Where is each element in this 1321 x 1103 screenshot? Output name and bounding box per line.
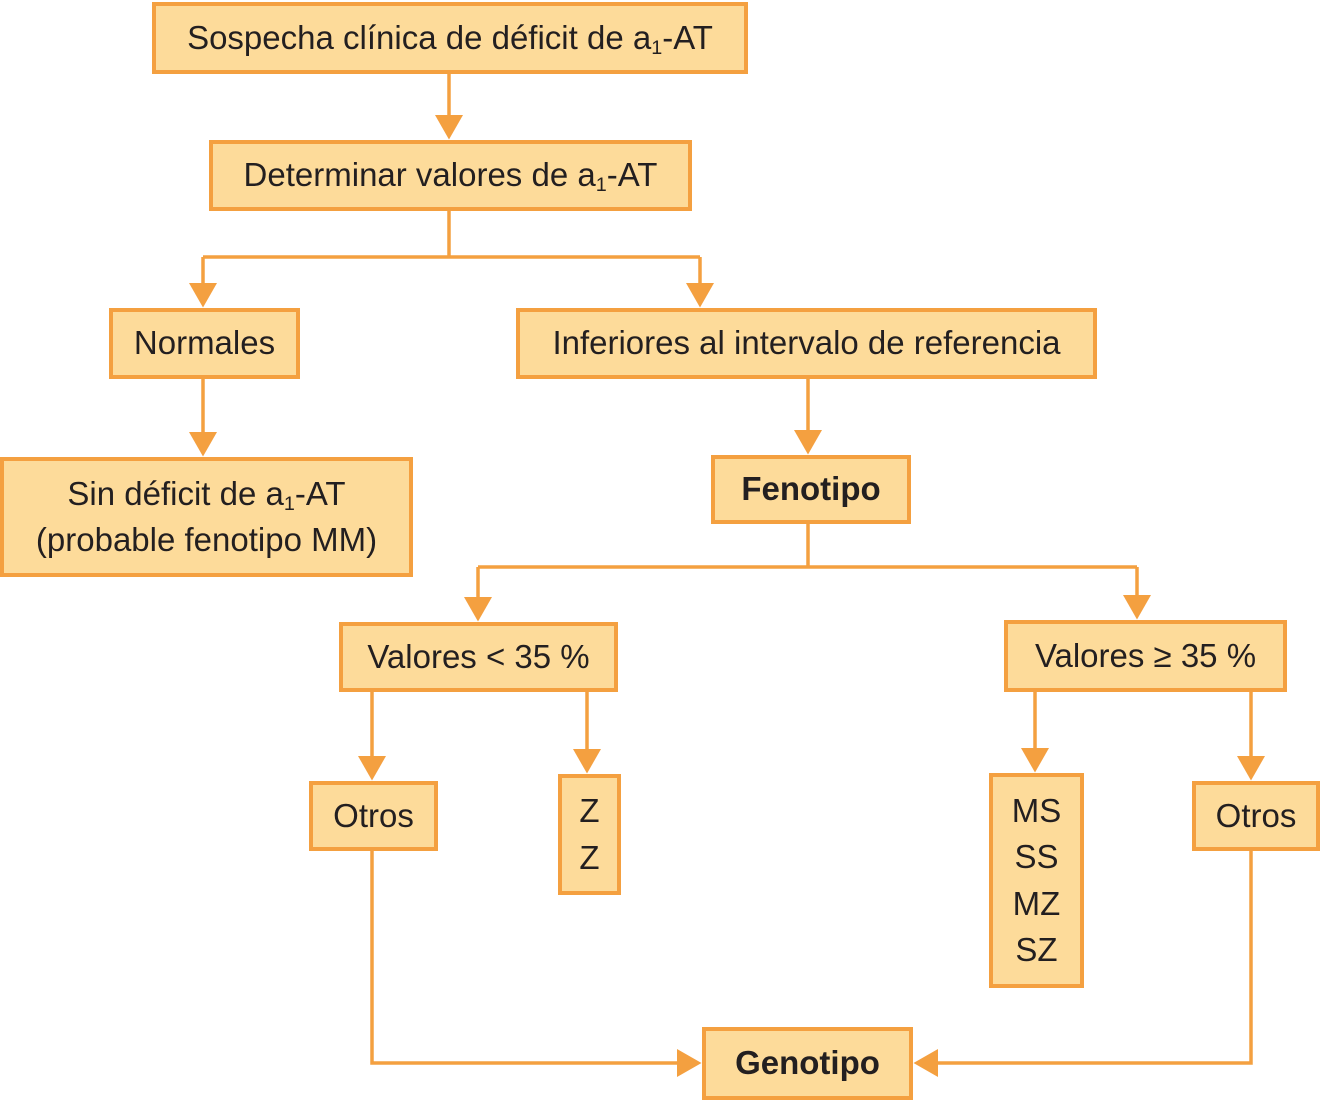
node-text: -AT	[294, 474, 346, 512]
node-text: Genotipo	[735, 1044, 880, 1082]
node-text: Valores < 35 %	[367, 637, 590, 675]
node-otros-right: Otros	[1192, 781, 1320, 851]
node-text: SZ	[1015, 930, 1058, 968]
subscript: 1	[283, 492, 295, 515]
node-text: Valores ≥ 35 %	[1034, 636, 1257, 674]
node-text: Fenotipo	[741, 470, 881, 508]
node-zz: Z Z	[558, 774, 621, 895]
node-valores-mayor: Valores ≥ 35 %	[1004, 620, 1287, 692]
node-text: Z	[579, 792, 600, 830]
node-text: Otros	[1215, 796, 1297, 834]
node-text: Determinar valores de a	[243, 156, 596, 194]
node-genotipo: Genotipo	[702, 1027, 913, 1100]
node-otros-left: Otros	[309, 781, 438, 851]
node-text: Sin déficit de a	[67, 474, 284, 512]
node-inferiores: Inferiores al intervalo de referencia	[516, 308, 1097, 379]
node-text: (probable fenotipo MM)	[35, 521, 378, 558]
node-sospecha: Sospecha clínica de déficit de a1-AT	[152, 2, 748, 74]
node-sin-deficit: Sin déficit de a1-AT (probable fenotipo …	[0, 457, 413, 577]
node-text: -AT	[606, 156, 658, 194]
node-text: -AT	[662, 18, 713, 56]
node-text: Otros	[333, 796, 414, 834]
subscript: 1	[595, 174, 607, 197]
arrow-otros-right-genotipo	[913, 851, 1253, 1077]
node-text: SS	[1014, 838, 1059, 876]
subscript: 1	[651, 36, 663, 59]
node-determinar: Determinar valores de a1-AT	[209, 140, 692, 211]
node-text: Normales	[133, 324, 276, 362]
line-determinar-split	[203, 211, 700, 259]
node-ms-group: MS SS MZ SZ	[989, 773, 1084, 988]
node-text: MS	[1011, 792, 1062, 830]
node-valores-menor: Valores < 35 %	[339, 622, 618, 692]
node-text: MZ	[1012, 884, 1061, 922]
node-text: Sospecha clínica de déficit de a	[187, 18, 652, 56]
node-fenotipo: Fenotipo	[711, 455, 911, 524]
arrow-otros-left-genotipo	[370, 851, 702, 1077]
node-text: Z	[579, 838, 600, 876]
line-fenotipo-split	[478, 524, 1137, 569]
node-normales: Normales	[109, 308, 300, 379]
node-text: Inferiores al intervalo de referencia	[552, 324, 1061, 362]
